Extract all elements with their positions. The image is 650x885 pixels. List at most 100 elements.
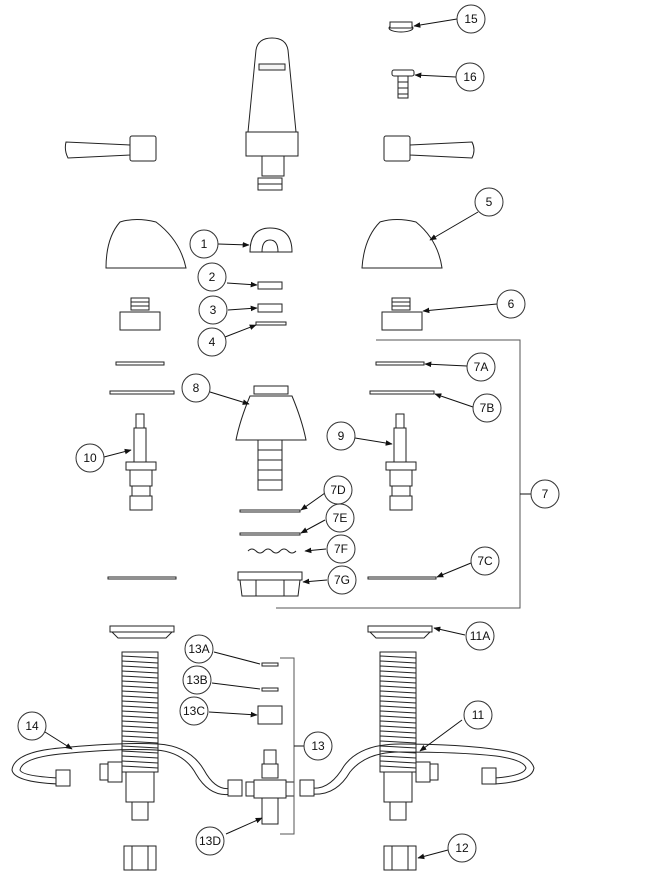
- callout-13c: 13C: [179, 696, 209, 726]
- thread-line: [379, 735, 417, 739]
- callout-5: 5: [474, 187, 504, 217]
- left-nut-part: [123, 845, 157, 871]
- callout-12: 12: [447, 833, 477, 863]
- thread-line: [121, 660, 159, 664]
- thread-line: [121, 750, 159, 754]
- callout-15: 15: [456, 4, 486, 34]
- callout-7c: 7C: [470, 546, 500, 576]
- callout-7g: 7G: [327, 565, 357, 595]
- callout-label: 13D: [199, 834, 221, 848]
- washer-part-7d: [239, 509, 301, 513]
- cap-nut-part-1: [249, 227, 293, 253]
- callout-label: 13C: [183, 704, 205, 718]
- right-bonnet-cap-part-5: [361, 219, 443, 269]
- thread-line: [379, 685, 417, 689]
- callout-7: 7: [530, 479, 560, 509]
- right-washer-7a-part: [375, 361, 425, 366]
- thread-line: [121, 695, 159, 699]
- callout-label: 7E: [333, 511, 348, 525]
- thread-line: [379, 655, 417, 659]
- supply-hose-part-14: [11, 743, 243, 797]
- left-bonnet-cap-part: [105, 219, 187, 269]
- thread-line: [121, 680, 159, 684]
- aerator-part-7g: [237, 571, 303, 597]
- washer-part-7c: [367, 576, 437, 580]
- washer-part-15: [388, 21, 414, 33]
- callout-label: 12: [455, 841, 469, 855]
- callout-14: 14: [17, 711, 47, 741]
- left-bonnet-nut-part: [119, 297, 161, 331]
- thread-line: [121, 685, 159, 689]
- thread-line: [379, 765, 417, 769]
- left-washer-7a-part: [115, 361, 165, 366]
- callout-7a: 7A: [466, 352, 496, 382]
- callout-label: 5: [486, 195, 493, 209]
- callout-3: 3: [198, 295, 228, 325]
- right-supply-hose-part: [299, 743, 535, 797]
- callout-4: 4: [197, 327, 227, 357]
- thread-line: [379, 705, 417, 709]
- callout-label: 3: [210, 303, 217, 317]
- thread-line: [121, 745, 159, 749]
- thread-line: [121, 730, 159, 734]
- left-washer-7b-part: [109, 390, 175, 395]
- callout-9: 9: [326, 421, 356, 451]
- spring-part-7f: [247, 548, 297, 554]
- callout-label: 13: [311, 739, 325, 753]
- callout-label: 13B: [186, 673, 207, 687]
- callout-label: 7D: [330, 483, 346, 497]
- callout-11: 11: [463, 700, 493, 730]
- washer-part-13a: [261, 662, 279, 667]
- thread-line: [121, 655, 159, 659]
- callout-label: 7A: [474, 360, 489, 374]
- thread-line: [121, 765, 159, 769]
- right-valve-body-part-11: [379, 651, 439, 821]
- thread-line: [379, 745, 417, 749]
- thread-line: [379, 720, 417, 724]
- thread-line: [121, 665, 159, 669]
- callout-label: 10: [83, 451, 97, 465]
- nut-part-13c: [257, 705, 283, 725]
- leader-lines: [44, 18, 498, 860]
- callout-label: 7F: [334, 542, 348, 556]
- thread-line: [121, 710, 159, 714]
- callout-8: 8: [181, 373, 211, 403]
- thread-line: [379, 660, 417, 664]
- callout-label: 15: [464, 12, 478, 26]
- right-flange-part-11a: [367, 625, 433, 639]
- callout-10: 10: [75, 443, 105, 473]
- washer-part-7e: [239, 532, 301, 536]
- callout-7e: 7E: [325, 503, 355, 533]
- callout-label: 13A: [188, 642, 209, 656]
- thread-line: [379, 755, 417, 759]
- callout-11a: 11A: [465, 621, 495, 651]
- callout-label: 7B: [480, 401, 495, 415]
- thread-line: [121, 740, 159, 744]
- callout-label: 11: [472, 708, 485, 722]
- thread-line: [379, 695, 417, 699]
- thread-line: [379, 700, 417, 704]
- right-washer-7b-part: [369, 390, 435, 395]
- callout-label: 7C: [477, 554, 493, 568]
- thread-line: [379, 725, 417, 729]
- thread-line: [379, 710, 417, 714]
- thread-line: [379, 690, 417, 694]
- thread-line: [121, 705, 159, 709]
- right-bonnet-nut-part-6: [381, 297, 423, 331]
- callout-7d: 7D: [323, 475, 353, 505]
- callout-13: 13: [303, 731, 333, 761]
- ring-part-3: [257, 303, 283, 313]
- callout-13a: 13A: [184, 634, 214, 664]
- callout-1: 1: [189, 229, 219, 259]
- thread-line: [121, 670, 159, 674]
- left-flange-part: [109, 625, 175, 639]
- right-nut-part-12: [383, 845, 417, 871]
- callout-label: 8: [193, 381, 200, 395]
- callout-7f: 7F: [326, 534, 356, 564]
- callout-label: 9: [338, 429, 345, 443]
- ring-part-2: [257, 281, 283, 290]
- spout-base-part-8: [235, 385, 307, 491]
- left-lever-handle-part: [64, 135, 157, 162]
- group-13-bracket: [280, 657, 304, 835]
